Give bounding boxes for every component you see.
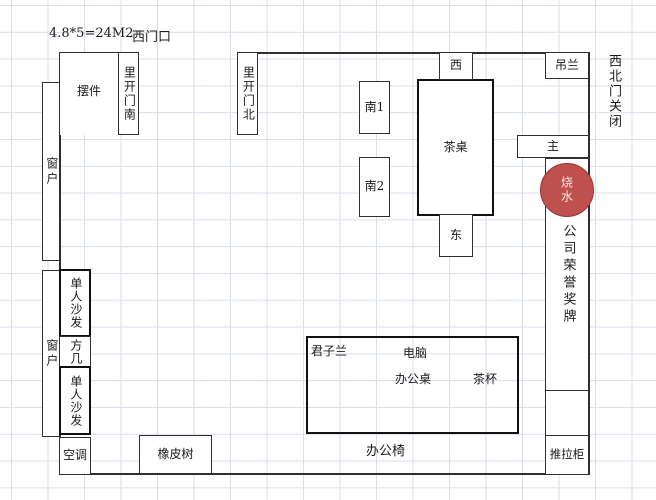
window-upper[interactable]: 窗户 [42, 82, 60, 261]
sliding-cabinet[interactable]: 推拉柜 [545, 435, 589, 475]
rubber-tree[interactable]: 橡皮树 [139, 435, 212, 474]
south-seat-1[interactable]: 南1 [359, 81, 390, 134]
hanging-plant[interactable]: 吊兰 [545, 52, 589, 79]
single-sofa-upper[interactable]: 单人沙发 [59, 269, 91, 337]
east-marker[interactable]: 东 [439, 214, 473, 257]
ornament-shelf[interactable]: 摆件 [59, 52, 119, 135]
office-desk-label: 办公桌 [395, 372, 432, 386]
inner-door-south[interactable]: 里开门南 [118, 52, 139, 135]
south-wall [59, 473, 590, 475]
inner-door-north[interactable]: 里开门北 [237, 52, 258, 135]
air-conditioner[interactable]: 空调 [59, 437, 91, 475]
kettle-label: 烧水 [559, 176, 574, 204]
west-wall [59, 52, 61, 475]
office-chair-label: 办公椅 [366, 444, 406, 459]
single-sofa-lower[interactable]: 单人沙发 [59, 366, 91, 435]
clivia-label: 君子兰 [311, 344, 348, 358]
east-wall [588, 52, 590, 475]
square-side-table[interactable]: 方几 [59, 336, 91, 367]
computer-label: 电脑 [403, 346, 428, 360]
kettle-circle[interactable]: 烧水 [540, 163, 594, 217]
south-seat-2[interactable]: 南2 [359, 157, 390, 217]
northwest-door-note: 西北门关闭 [606, 54, 621, 129]
window-lower[interactable]: 窗户 [42, 270, 60, 437]
tea-cup-label: 茶杯 [473, 372, 498, 386]
tea-table[interactable]: 茶桌 [417, 79, 494, 216]
area-note: 4.8*5=24M2 [49, 26, 134, 41]
west-marker[interactable]: 西 [439, 52, 473, 80]
west-entrance-label: 西门口 [132, 30, 172, 45]
office-desk-block[interactable]: 君子兰 电脑 办公桌 茶杯 [306, 336, 519, 434]
north-wall [237, 52, 590, 54]
main-seat-marker[interactable]: 主 [517, 135, 589, 158]
column-connector [545, 391, 589, 435]
